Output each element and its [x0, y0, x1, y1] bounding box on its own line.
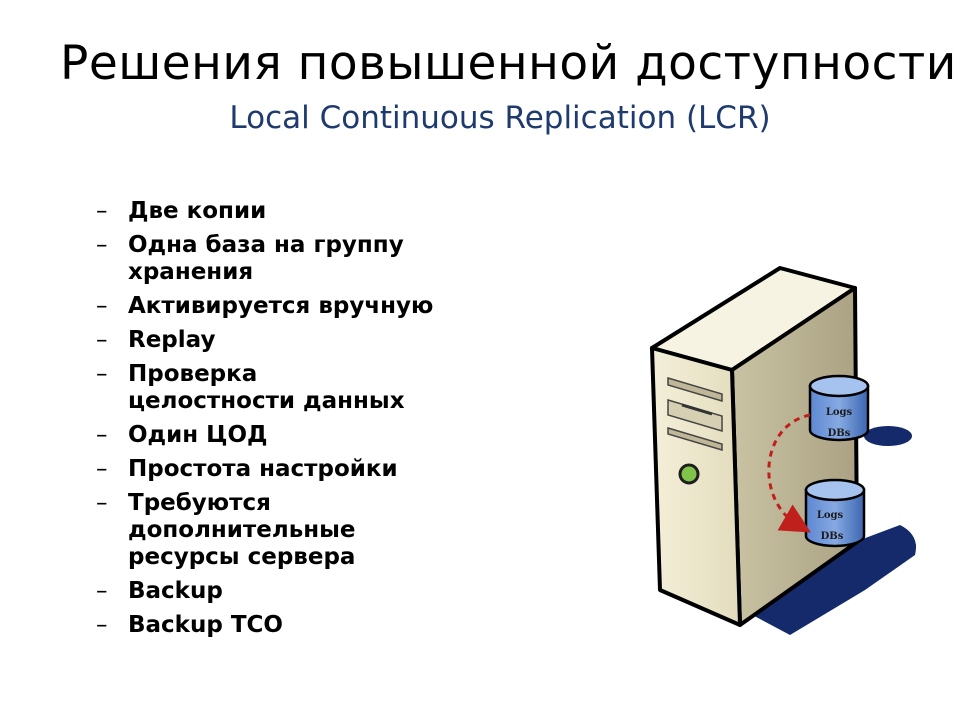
db-top-logs-label: Logs [826, 407, 853, 418]
bullet-dash: – [96, 612, 108, 638]
bullet-text: целостности данных [128, 388, 405, 414]
slide-subtitle: Local Continuous Replication (LCR) [229, 100, 771, 136]
bullet-text: дополнительные [128, 517, 356, 543]
bullet-dash: – [96, 456, 108, 482]
server-drive-bay-1 [667, 376, 723, 403]
bullet-dash: – [96, 232, 108, 258]
slide-title: Решения повышенной доступности [60, 36, 957, 91]
bullet-dash: – [96, 327, 108, 353]
db-top-shadow [864, 426, 912, 446]
bullet-dash: – [96, 361, 108, 387]
bullet-text: хранения [128, 259, 254, 285]
bullet-dash: – [96, 293, 108, 319]
bullet-item: –Replay [96, 327, 516, 354]
bullet-dash: – [96, 422, 108, 448]
bullet-dash: – [96, 490, 108, 516]
server-drive-bay-3 [667, 426, 723, 452]
db-bottom-cylinder: Logs DBs [804, 478, 866, 548]
db-top-dbs-label: DBs [828, 428, 851, 439]
server-power-led [678, 463, 700, 485]
bullet-item: –Один ЦОД [96, 422, 516, 449]
bullet-text: Один ЦОД [128, 422, 268, 448]
db-top-cylinder: Logs DBs [808, 374, 870, 442]
bullet-text: Две копии [128, 198, 267, 224]
bullet-text: Replay [128, 327, 216, 353]
server-with-replicated-databases-icon: Logs DBs Logs DBs [650, 266, 916, 635]
bullet-item: –Активируется вручную [96, 293, 516, 320]
bullet-item: –Backup [96, 578, 516, 605]
bullet-item: –Backup TCO [96, 612, 516, 639]
bullet-dash: – [96, 578, 108, 604]
db-bottom-shadow [868, 534, 916, 558]
bullet-text: Проверка [128, 361, 258, 387]
bullet-item: –Две копии [96, 198, 516, 225]
db-bottom-logs-label: Logs [817, 510, 844, 521]
bullet-text: Backup TCO [128, 612, 283, 638]
bullet-text: Одна база на группу [128, 232, 404, 258]
bullet-text: Активируется вручную [128, 293, 434, 319]
bullet-text: Backup [128, 578, 223, 604]
bullet-item: –Простота настройки [96, 456, 516, 483]
db-bottom-dbs-label: DBs [821, 531, 844, 542]
bullet-text: ресурсы сервера [128, 544, 356, 570]
bullet-text: Требуются [128, 490, 271, 516]
replication-arrow [767, 413, 811, 533]
bullet-text: Простота настройки [128, 456, 398, 482]
bullet-dash: – [96, 198, 108, 224]
